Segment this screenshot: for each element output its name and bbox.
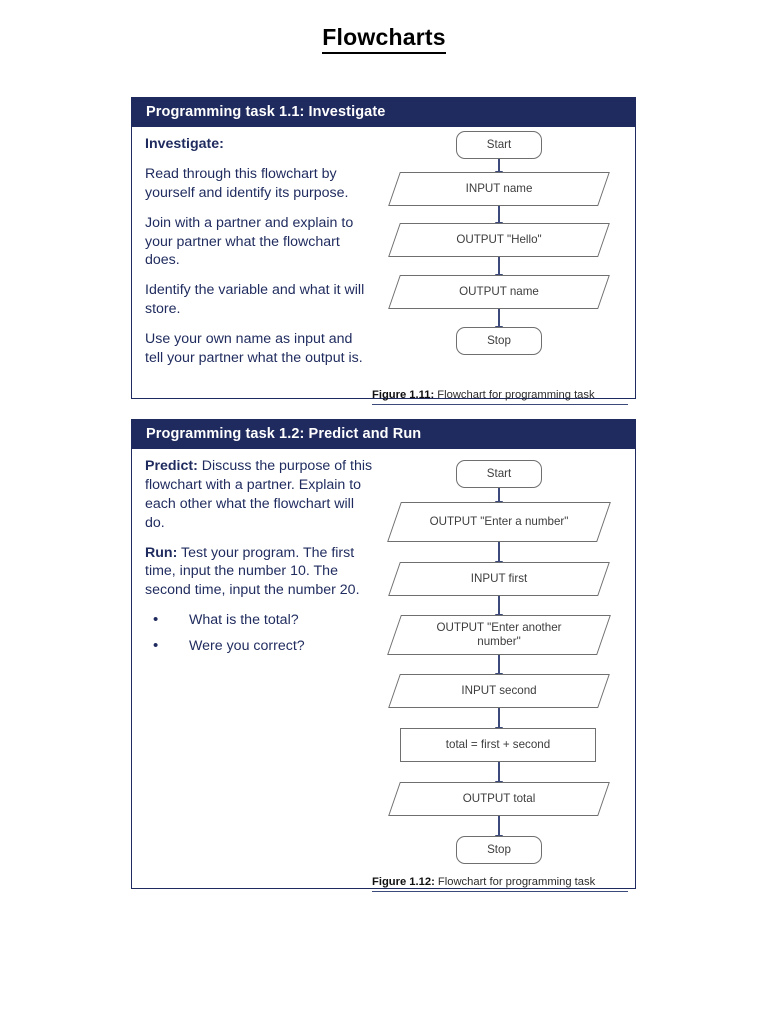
flowchart-1-arrow-4	[494, 309, 503, 334]
flowchart-1-node-output-hello: OUTPUT "Hello"	[388, 223, 610, 257]
task-2-flowchart-column: Start OUTPUT "Enter a number" INPUT firs…	[380, 449, 630, 886]
flowchart-2-node-output-enter-another-number: OUTPUT "Enter another number"	[387, 615, 611, 655]
flowchart-2-node-output-enter-a-number-label: OUTPUT "Enter a number"	[429, 515, 569, 529]
task-2-predict-lead: Predict:	[145, 458, 198, 474]
task-panel-2: Programming task 1.2: Predict and Run Pr…	[131, 419, 636, 892]
flowchart-2-node-input-first-label: INPUT first	[470, 572, 528, 586]
flowchart-1-node-input-name: INPUT name	[388, 172, 610, 206]
task-2-body: Predict: Discuss the purpose of this flo…	[132, 449, 635, 892]
flowchart-2-node-input-first: INPUT first	[388, 562, 610, 596]
flowchart-1-node-output-name: OUTPUT name	[388, 275, 610, 309]
flowchart-2-node-input-second: INPUT second	[388, 674, 610, 708]
task-1-flowchart-column: Start INPUT name OUTPUT "Hello" OUTPUT n…	[380, 127, 630, 396]
page-title: Flowcharts	[0, 24, 768, 54]
flowchart-2-arrow-6	[494, 762, 503, 789]
figure-1-caption-label: Figure 1.11:	[372, 389, 435, 401]
flowchart-2-arrow-4	[494, 655, 503, 681]
flowchart-2-node-stop: Stop	[456, 836, 542, 864]
page-title-text: Flowcharts	[322, 24, 446, 54]
task-2-bullet-list: What is the total? Were you correct?	[145, 610, 373, 656]
task-1-lead: Investigate:	[145, 135, 373, 154]
flowchart-2-node-start: Start	[456, 460, 542, 488]
flowchart-2-node-output-total: OUTPUT total	[388, 782, 610, 816]
flowchart-2-arrow-7	[494, 816, 503, 843]
flowchart-2-node-total-process: total = first + second	[400, 728, 596, 762]
task-1-paragraph-2: Join with a partner and explain to your …	[145, 214, 354, 269]
flowchart-2-node-output-enter-another-number-label: OUTPUT "Enter another number"	[436, 621, 562, 648]
task-1-text-column: Investigate: Read through this flowchart…	[145, 135, 373, 379]
task-2-header: Programming task 1.2: Predict and Run	[132, 420, 635, 449]
task-1-paragraph-4: Use your own name as input and tell your…	[145, 331, 363, 366]
flowchart-1-arrow-1	[494, 159, 503, 179]
flowchart-1-node-start: Start	[456, 131, 542, 159]
task-2-predict-paragraph: Predict: Discuss the purpose of this flo…	[145, 457, 373, 533]
task-2-text-column: Predict: Discuss the purpose of this flo…	[145, 457, 373, 663]
flowchart-2-arrow-1	[494, 488, 503, 509]
flowchart-2-arrow-3	[494, 596, 503, 622]
flowchart-1-node-output-hello-label: OUTPUT "Hello"	[456, 233, 542, 247]
task-2-run-paragraph: Run: Test your program. The first time, …	[145, 544, 373, 601]
flowchart-2-node-stop-label: Stop	[487, 843, 511, 857]
flowchart-1-node-stop-label: Stop	[487, 334, 511, 348]
task-1-paragraph-1: Read through this flowchart by yourself …	[145, 165, 349, 201]
flowchart-1-arrow-2	[494, 206, 503, 230]
flowchart-2-node-output-total-label: OUTPUT total	[462, 792, 536, 806]
task-1-lead-text: Investigate:	[145, 136, 224, 152]
task-panel-1: Programming task 1.1: Investigate Invest…	[131, 97, 636, 405]
flowchart-2-arrow-2	[494, 542, 503, 569]
figure-1-caption-text: Flowchart for programming task	[437, 389, 595, 401]
flowchart-2-arrow-5	[494, 708, 503, 735]
flowchart-1-node-output-name-label: OUTPUT name	[459, 285, 539, 299]
figure-2-caption-label: Figure 1.12:	[372, 876, 435, 888]
figure-1-caption: Figure 1.11: Flowchart for programming t…	[372, 389, 628, 405]
list-item: What is the total?	[145, 610, 373, 630]
flowchart-1-node-stop: Stop	[456, 327, 542, 355]
task-2-run-lead: Run:	[145, 544, 178, 561]
task-2-predict-text: Discuss the purpose of this flowchart wi…	[145, 458, 373, 531]
flowchart-2-node-total-process-label: total = first + second	[445, 738, 551, 752]
list-item: Were you correct?	[145, 636, 373, 656]
flowchart-2-node-output-enter-a-number: OUTPUT "Enter a number"	[387, 502, 611, 542]
flowchart-1-node-input-name-label: INPUT name	[465, 182, 533, 196]
task-1-body: Investigate: Read through this flowchart…	[132, 127, 635, 405]
figure-2-caption-text: Flowchart for programming task	[437, 876, 596, 888]
task-1-paragraph-3: Identify the variable and what it will s…	[145, 282, 365, 318]
flowchart-2-node-input-second-label: INPUT second	[461, 684, 537, 698]
flowchart-1-arrow-3	[494, 257, 503, 282]
flowchart-2-node-start-label: Start	[486, 467, 512, 481]
task-1-header: Programming task 1.1: Investigate	[132, 98, 635, 127]
flowchart-1-node-start-label: Start	[486, 138, 512, 152]
task-2-run-text: Test your program. The first time, input…	[145, 544, 360, 599]
figure-2-caption: Figure 1.12: Flowchart for programming t…	[372, 876, 628, 892]
